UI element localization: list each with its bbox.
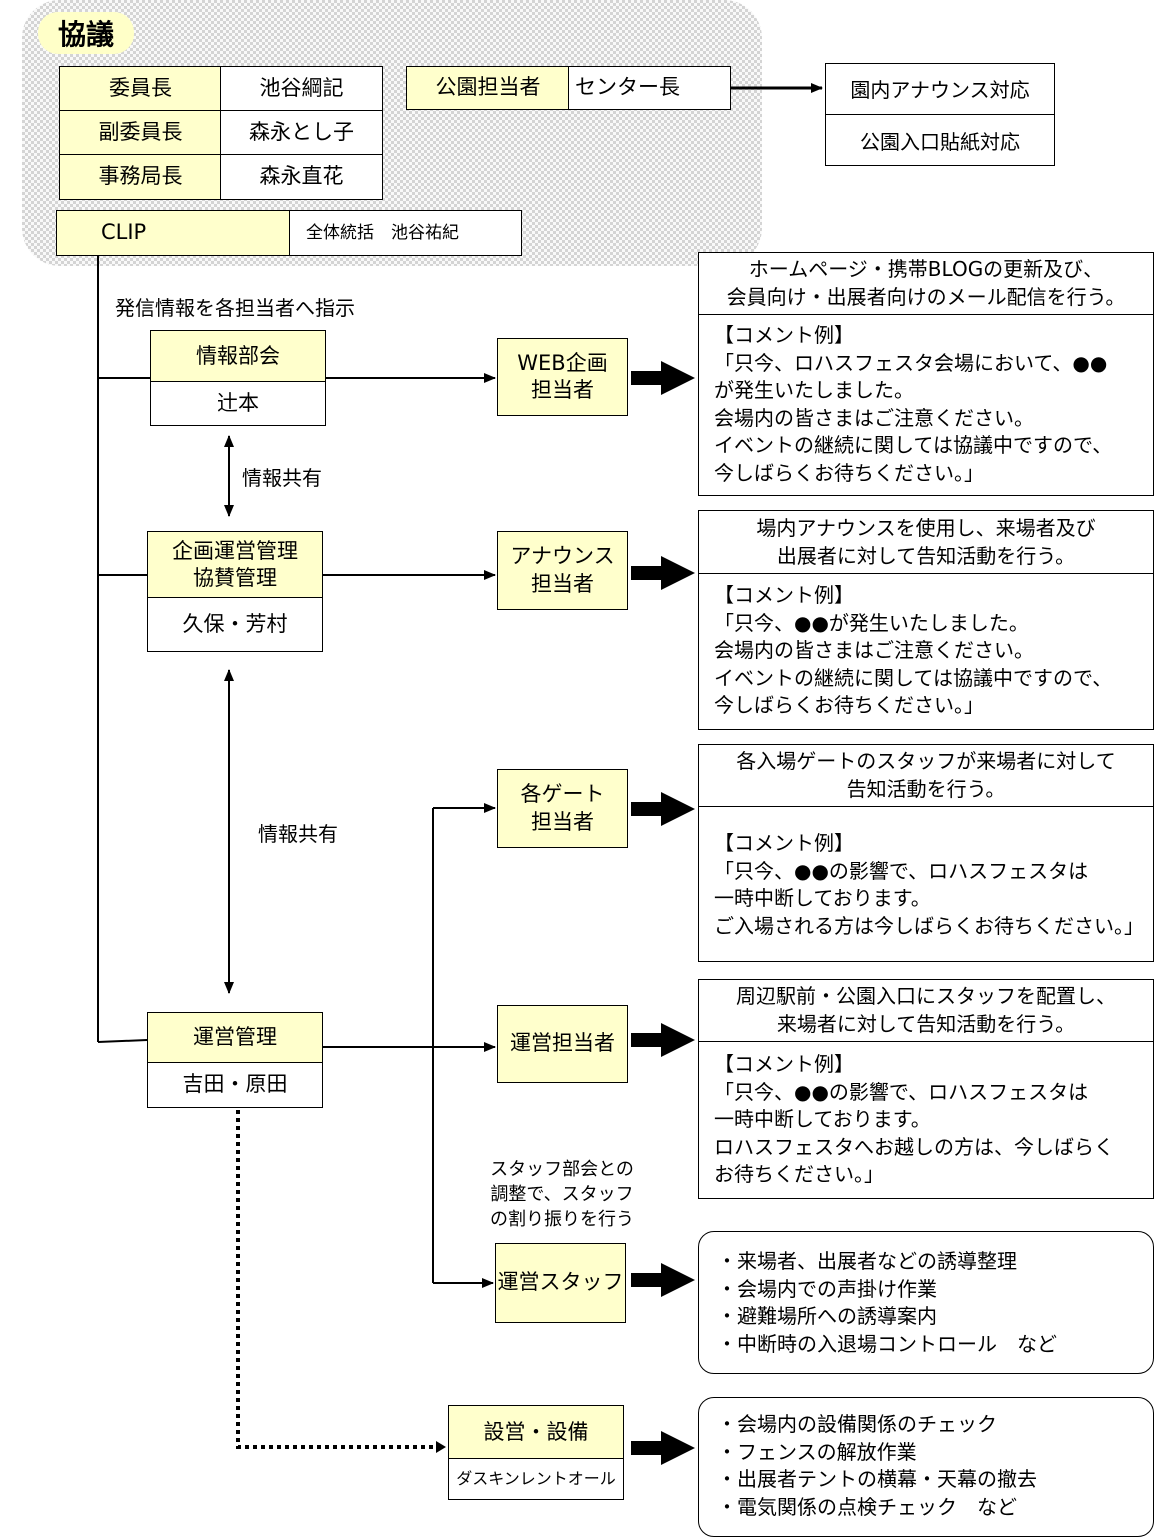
action-web-comment: 【コメント例】 「只今、ロハスフェスタ会場において、●● が発生いたしました。 … — [714, 323, 1113, 485]
park-name: センター長 — [568, 66, 731, 110]
officer-role-chair: 委員長 — [59, 66, 222, 111]
role-web: WEB企画 担当者 — [497, 338, 628, 416]
action-gate-box — [698, 744, 1154, 962]
action-announce-divider — [698, 573, 1154, 574]
park-tasks-divider — [825, 114, 1055, 115]
action-web-divider — [698, 314, 1154, 315]
thick-arrow-setup — [631, 1431, 695, 1465]
action-announce-desc: 場内アナウンスを使用し、来場者及び 出展者に対して告知活動を行う。 — [756, 515, 1096, 568]
action-ops-box — [698, 979, 1154, 1199]
action-ops-comment: 【コメント例】 「只今、●●の影響で、ロハスフェスタは 一時中断しております。 … — [714, 1052, 1114, 1186]
dept-planning-name: 企画運営管理 協賛管理 — [147, 531, 323, 599]
action-setup-box: ・会場内の設備関係のチェック ・フェンスの解放作業 ・出展者テントの横幕・天幕の… — [698, 1397, 1154, 1537]
council-label: 協議 — [38, 12, 134, 54]
park-role: 公園担当者 — [406, 66, 570, 110]
staff-note: スタッフ部会との 調整で、スタッフ の割り振りを行う — [490, 1159, 634, 1230]
action-ops-desc: 周辺駅前・公園入口にスタッフを配置し、 来場者に対して告知活動を行う。 — [736, 984, 1116, 1036]
thick-arrows — [631, 361, 695, 1465]
setup-dotted-connector — [236, 1110, 440, 1449]
dept-planning-members: 久保・芳村 — [147, 597, 323, 652]
clip-label: CLIP — [56, 210, 291, 256]
park-task-posting: 公園入口貼紙対応 — [860, 129, 1020, 154]
action-ops-divider — [698, 1041, 1154, 1042]
role-gate: 各ゲート 担当者 — [497, 769, 628, 848]
officer-name-secretary: 森永直花 — [220, 154, 383, 200]
park-task-announcement: 園内アナウンス対応 — [850, 78, 1030, 102]
trunk-to-operations — [97, 1039, 148, 1043]
action-web-desc: ホームページ・携帯BLOGの更新及び、 会員向け・出展者向けのメール配信を行う。 — [726, 257, 1126, 309]
share-label-upper: 情報共有 — [242, 466, 322, 490]
instruction-label: 発信情報を各担当者へ指示 — [115, 296, 355, 320]
thick-arrow-gate — [631, 792, 695, 826]
action-staff-box: ・来場者、出展者などの誘導整理 ・会場内での声掛け作業 ・避難場所への誘導案内 … — [698, 1231, 1154, 1374]
dept-info-members: 辻本 — [150, 381, 326, 426]
thick-arrow-staff — [631, 1263, 695, 1297]
dept-setup-members: ダスキンレントオール — [448, 1458, 624, 1500]
role-announce: アナウンス 担当者 — [497, 531, 628, 610]
thick-arrow-web — [631, 361, 695, 395]
dept-operations-members: 吉田・原田 — [147, 1062, 323, 1108]
setup-dotted-arrowhead — [436, 1441, 446, 1453]
action-announce-box — [698, 510, 1154, 730]
role-ops: 運営担当者 — [497, 1005, 628, 1083]
dept-info-name: 情報部会 — [150, 330, 326, 383]
thick-arrow-ops — [631, 1023, 695, 1057]
share-label-lower: 情報共有 — [258, 822, 338, 846]
clip-detail: 全体統括 池谷祐紀 — [289, 210, 522, 256]
action-gate-comment: 【コメント例】 「只今、●●の影響で、ロハスフェスタは 一時中断しております。 … — [714, 831, 1144, 938]
action-announce-comment: 【コメント例】 「只今、●●が発生いたしました。 会場内の皆さまはご注意ください… — [714, 583, 1113, 717]
action-gate-desc: 各入場ゲートのスタッフが来場者に対して 告知活動を行う。 — [736, 749, 1116, 801]
thick-arrow-announce — [631, 556, 695, 590]
role-staff: 運営スタッフ — [495, 1243, 626, 1323]
action-gate-divider — [698, 806, 1154, 807]
action-web-box — [698, 252, 1154, 496]
officer-name-chair: 池谷綱記 — [220, 66, 383, 111]
dept-operations-name: 運営管理 — [147, 1012, 323, 1064]
